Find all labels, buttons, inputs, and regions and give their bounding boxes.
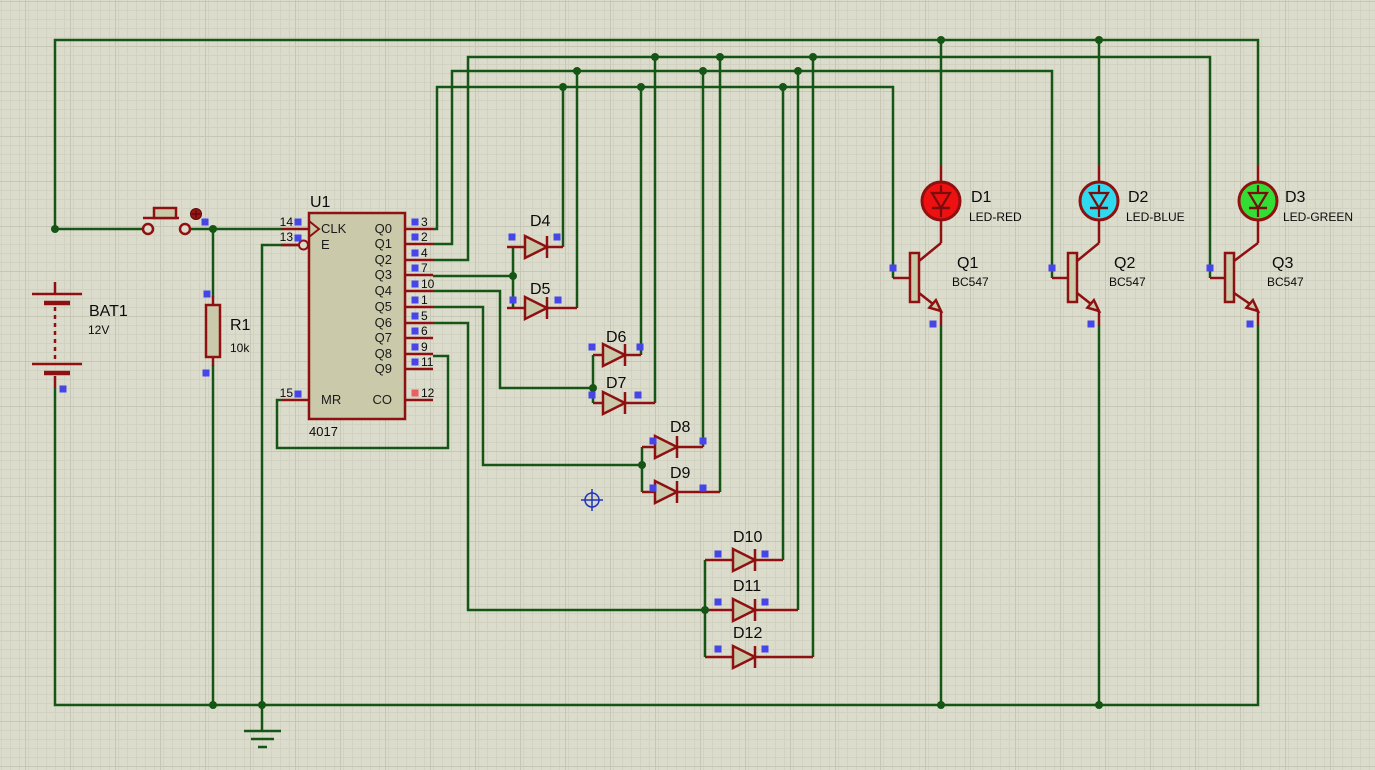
ic-value-label: 4017 [309, 424, 338, 439]
diode-D9[interactable] [642, 478, 720, 506]
button-cap [152, 206, 178, 220]
pin-num-7: 7 [421, 261, 428, 275]
push-button[interactable] [141, 206, 202, 236]
diode-D6[interactable] [593, 341, 641, 369]
led-D3-type-label: LED-GREEN [1283, 210, 1353, 224]
transistor-Q2-ref-label: Q2 [1114, 255, 1135, 272]
diode-D8[interactable] [642, 433, 703, 461]
pin-name-q5: Q5 [375, 299, 392, 314]
ground-symbol[interactable] [244, 729, 281, 749]
diode-D10-label: D10 [733, 529, 762, 546]
led-D3[interactable] [1237, 166, 1279, 243]
battery-ref-label: BAT1 [89, 303, 128, 320]
transistor-Q3-value-label: BC547 [1267, 275, 1304, 289]
led-D2-type-label: LED-BLUE [1126, 210, 1185, 224]
resistor-value-label: 10k [230, 341, 250, 355]
led-D2-ref-label: D2 [1128, 189, 1149, 206]
led-D1-type-label: LED-RED [969, 210, 1022, 224]
pin-num-6: 6 [421, 324, 428, 338]
battery-value-label: 12V [88, 323, 109, 337]
pin-name-mr: MR [321, 392, 341, 407]
pin-num-9: 9 [421, 340, 428, 354]
pin-name-q7: Q7 [375, 330, 392, 345]
pin-num-3: 3 [421, 215, 428, 229]
button-actuator-handle[interactable] [190, 208, 202, 220]
battery[interactable] [32, 282, 82, 388]
led-D1-ref-label: D1 [971, 189, 992, 206]
diode-D9-label: D9 [670, 465, 691, 482]
pin-name-q4: Q4 [375, 283, 392, 298]
pin-name-q0: Q0 [375, 221, 392, 236]
diode-D6-label: D6 [606, 329, 627, 346]
diode-D8-label: D8 [670, 419, 691, 436]
transistor-Q1-value-label: BC547 [952, 275, 989, 289]
pin-name-co: CO [373, 392, 393, 407]
led-D1[interactable] [920, 166, 962, 243]
pin-name-q6: Q6 [375, 315, 392, 330]
diode-D4[interactable] [507, 233, 563, 261]
diode-D11-label: D11 [733, 578, 761, 595]
origin-marker-icon [581, 489, 603, 511]
diode-D7-label: D7 [606, 375, 627, 392]
resistor-ref-label: R1 [230, 317, 251, 334]
pin-name-q9: Q9 [375, 361, 392, 376]
pin-num-15: 15 [280, 386, 294, 400]
transistor-Q2[interactable] [1052, 242, 1102, 326]
transistor-Q3[interactable] [1210, 242, 1261, 326]
pin-name-clk: CLK [321, 221, 347, 236]
pin-num-12: 12 [421, 386, 435, 400]
diode-D10[interactable] [705, 546, 783, 574]
pin-num-10: 10 [421, 277, 435, 291]
led-D3-ref-label: D3 [1285, 189, 1306, 206]
wires[interactable] [53, 38, 1260, 731]
terminal-markers [59, 218, 1254, 653]
diode-D7[interactable] [593, 389, 655, 417]
pin-num-1: 1 [421, 293, 428, 307]
junction-dots [51, 36, 1103, 709]
pin-name-q1: Q1 [375, 236, 392, 251]
diode-D12[interactable] [705, 643, 813, 671]
diode-D4-label: D4 [530, 213, 551, 230]
led-D2[interactable] [1078, 166, 1120, 243]
pin-num-14: 14 [280, 215, 294, 229]
diode-D11[interactable] [705, 596, 798, 624]
pin-num-2: 2 [421, 230, 428, 244]
pin-num-13: 13 [280, 230, 294, 244]
pin-num-5: 5 [421, 309, 428, 323]
clock-edge-icon [308, 220, 321, 238]
pin-num-11: 11 [421, 355, 434, 369]
pin-name-q3: Q3 [375, 267, 392, 282]
resistor-R1[interactable] [204, 296, 222, 366]
enable-bubble [298, 239, 309, 251]
diode-D12-label: D12 [733, 625, 762, 642]
diode-D5-label: D5 [530, 281, 551, 298]
transistor-Q1[interactable] [893, 242, 944, 326]
diode-D5[interactable] [507, 294, 577, 322]
pin-name-e: E [321, 237, 330, 252]
transistor-Q2-value-label: BC547 [1109, 275, 1146, 289]
ic-U1[interactable] [281, 211, 433, 421]
pin-num-4: 4 [421, 246, 428, 260]
transistor-Q1-ref-label: Q1 [957, 255, 978, 272]
pin-name-q2: Q2 [375, 252, 392, 267]
pin-name-q8: Q8 [375, 346, 392, 361]
transistor-Q3-ref-label: Q3 [1272, 255, 1293, 272]
ic-ref-label: U1 [310, 194, 331, 211]
